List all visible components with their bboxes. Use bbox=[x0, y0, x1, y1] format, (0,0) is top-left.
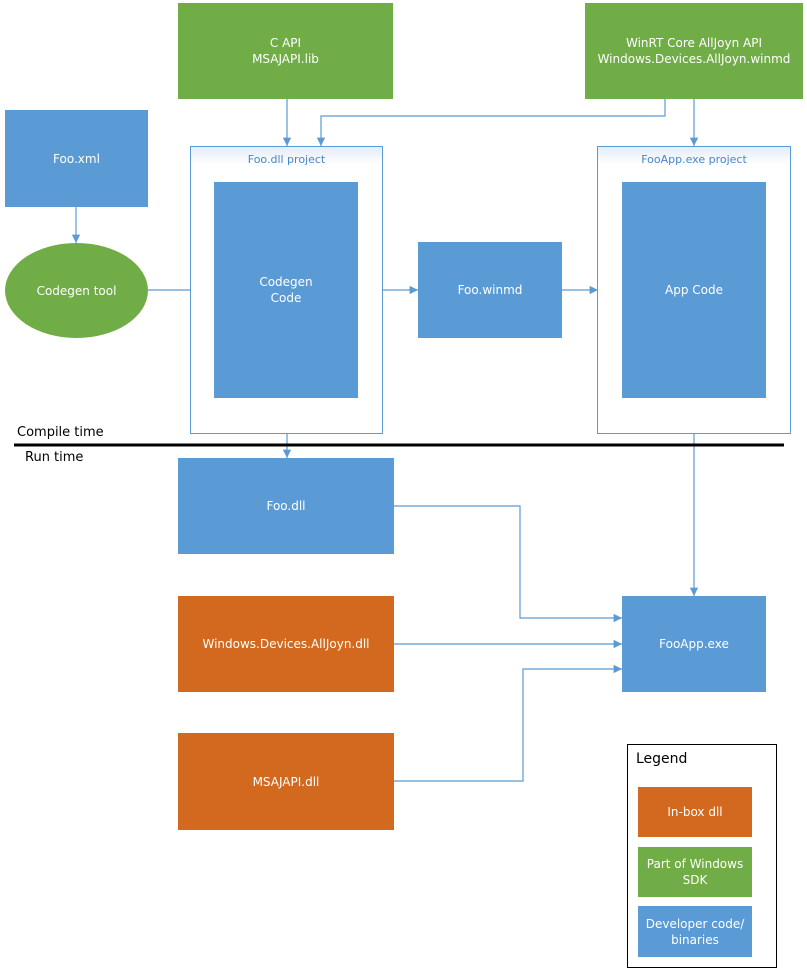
legend-sdk-label: Part of Windows SDK bbox=[646, 857, 744, 887]
legend-inbox-swatch: In-box dll bbox=[638, 787, 752, 837]
fooapp-exe-label: FooApp.exe bbox=[659, 637, 729, 651]
foo-winmd-label: Foo.winmd bbox=[457, 283, 523, 297]
alljoyn-dll-box: Windows.Devices.AllJoyn.dll bbox=[178, 596, 394, 692]
foo-xml-label: Foo.xml bbox=[53, 151, 100, 166]
legend-title: Legend bbox=[636, 751, 688, 767]
legend-sdk-swatch: Part of Windows SDK bbox=[638, 847, 752, 897]
c-api-label: C API MSAJAPI.lib bbox=[252, 36, 319, 66]
foo-dll-box: Foo.dll bbox=[178, 458, 394, 554]
compile-time-label: Compile time bbox=[17, 425, 104, 440]
legend-inbox-label: In-box dll bbox=[667, 805, 723, 819]
codegen-code-label: Codegen Code bbox=[259, 275, 313, 305]
app-code-label: App Code bbox=[665, 283, 723, 297]
winrt-api-box: WinRT Core AllJoyn API Windows.Devices.A… bbox=[585, 3, 803, 99]
codegen-tool-ellipse: Codegen tool bbox=[5, 243, 148, 338]
msajapi-dll-box: MSAJAPI.dll bbox=[178, 733, 394, 830]
codegen-code-box: Codegen Code bbox=[214, 182, 358, 398]
legend-dev-label: Developer code/ binaries bbox=[645, 916, 745, 947]
fooapp-project-title: FooApp.exe project bbox=[641, 153, 747, 166]
foo-winmd-box: Foo.winmd bbox=[418, 242, 562, 338]
foo-xml-box: Foo.xml bbox=[5, 110, 148, 207]
foo-dll-project-title: Foo.dll project bbox=[247, 153, 326, 166]
run-time-label: Run time bbox=[25, 450, 84, 465]
foo-dll-label: Foo.dll bbox=[266, 499, 306, 513]
app-code-box: App Code bbox=[622, 182, 766, 398]
alljoyn-dll-label: Windows.Devices.AllJoyn.dll bbox=[202, 637, 370, 651]
fooapp-exe-box: FooApp.exe bbox=[622, 596, 766, 692]
arrow-winrt-foodll bbox=[316, 99, 666, 146]
legend-dev-swatch: Developer code/ binaries bbox=[638, 906, 752, 957]
arrow-msajapi-exe bbox=[394, 664, 622, 782]
c-api-box: C API MSAJAPI.lib bbox=[178, 3, 393, 99]
msajapi-dll-label: MSAJAPI.dll bbox=[252, 774, 320, 789]
winrt-api-label: WinRT Core AllJoyn API Windows.Devices.A… bbox=[597, 36, 791, 66]
codegen-tool-label: Codegen tool bbox=[36, 283, 117, 298]
arrow-foodll-exe bbox=[394, 505, 622, 623]
